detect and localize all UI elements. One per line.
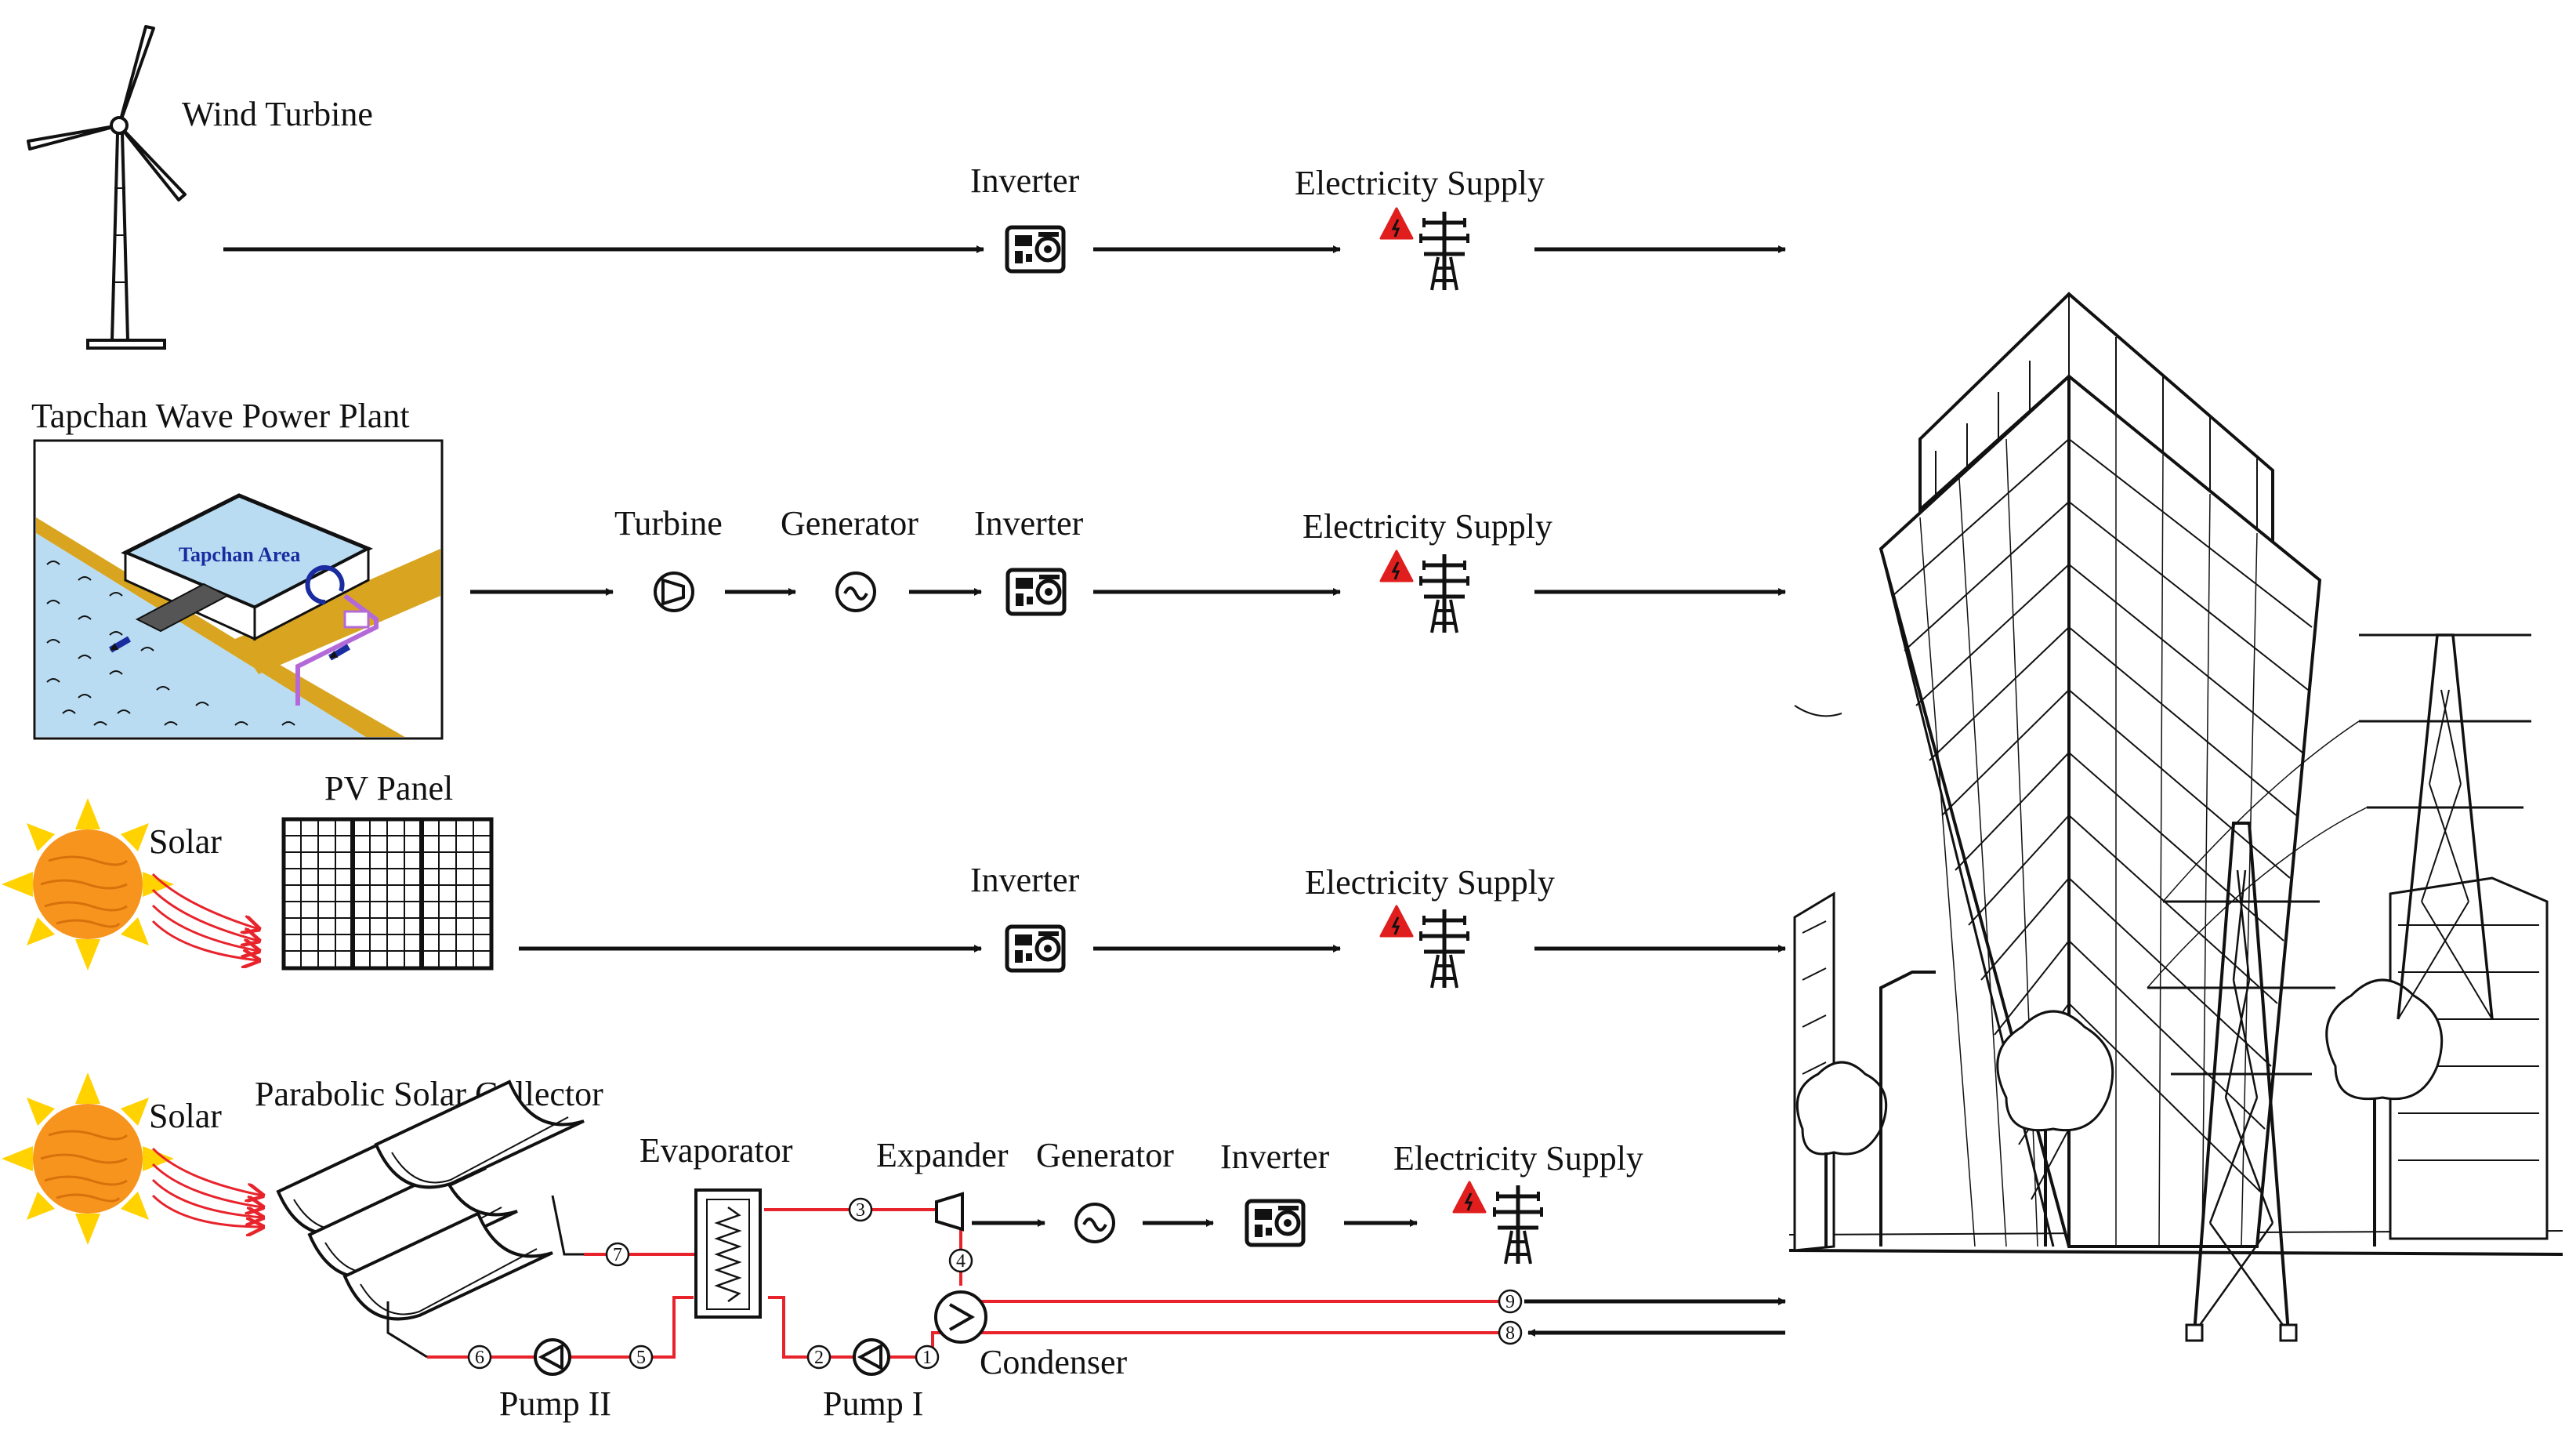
svg-text:4: 4: [956, 1251, 966, 1272]
orc-condenser-label: Condenser: [980, 1343, 1128, 1381]
evaporator-icon: [694, 1188, 762, 1319]
high-voltage-warning-icon: [1379, 905, 1414, 938]
tapchan-area-label: Tapchan Area: [179, 543, 300, 566]
state-point: 5: [629, 1344, 654, 1370]
high-voltage-warning-icon: [1379, 550, 1414, 582]
orc-pump2-label: Pump II: [499, 1384, 611, 1423]
pv-panel-label: PV Panel: [324, 769, 453, 807]
inverter-icon: [1008, 570, 1064, 614]
pv-panel-icon: [281, 817, 494, 971]
orc-solar-label: Solar: [149, 1097, 222, 1135]
orc-generator-label: Generator: [1036, 1136, 1174, 1174]
orc-collector-label: Parabolic Solar Collector: [255, 1075, 603, 1113]
transmission-tower-icon: [1421, 212, 1468, 290]
high-rise-building-icon: [1788, 292, 2563, 1342]
orc-evaporator-label: Evaporator: [639, 1131, 793, 1170]
collector-pipes: [386, 1195, 584, 1359]
working-fluid-lines: [427, 1208, 1509, 1359]
inverter-icon: [1007, 927, 1063, 971]
state-point: 9: [1498, 1289, 1523, 1314]
svg-text:1: 1: [922, 1348, 932, 1368]
sun-rays-arrows: [151, 873, 259, 960]
wind-turbine-icon: [27, 25, 187, 350]
state-point: 1: [915, 1344, 940, 1370]
state-point: 4: [948, 1248, 973, 1273]
sun-icon: [0, 797, 176, 972]
inverter-icon: [1247, 1201, 1303, 1245]
svg-text:3: 3: [856, 1200, 865, 1221]
state-point: 2: [806, 1344, 831, 1370]
state-point: 3: [848, 1197, 873, 1222]
svg-text:6: 6: [475, 1348, 484, 1368]
wave-plant-label: Tapchan Wave Power Plant: [31, 397, 410, 435]
parabolic-collector-icon: [277, 1080, 585, 1321]
expander-icon: [935, 1192, 964, 1232]
svg-text:5: 5: [636, 1348, 646, 1368]
wave-inverter-label: Inverter: [974, 504, 1084, 543]
wave-generator-label: Generator: [781, 504, 918, 543]
svg-text:7: 7: [613, 1245, 622, 1265]
state-point: 8: [1498, 1320, 1523, 1345]
generator-icon: [835, 572, 876, 612]
wave-turbine-label: Turbine: [614, 504, 723, 543]
wave-supply-label: Electricity Supply: [1302, 507, 1552, 546]
svg-text:8: 8: [1505, 1323, 1515, 1344]
pv-solar-label: Solar: [149, 822, 222, 861]
pump-ii-icon: [534, 1338, 571, 1376]
inverter-icon: [1007, 227, 1063, 271]
high-voltage-warning-icon: [1452, 1181, 1487, 1214]
orc-expander-label: Expander: [876, 1136, 1009, 1174]
wind-inverter-label: Inverter: [970, 161, 1080, 200]
generator-icon: [1074, 1203, 1115, 1243]
high-voltage-warning-icon: [1379, 207, 1414, 240]
turbine-icon: [654, 572, 694, 612]
wind-turbine-label: Wind Turbine: [182, 95, 373, 133]
tapchan-wave-plant-illustration: Tapchan Area: [33, 439, 444, 740]
orc-inverter-label: Inverter: [1220, 1138, 1330, 1176]
state-point: 6: [467, 1344, 492, 1370]
wind-supply-label: Electricity Supply: [1295, 164, 1545, 202]
pump-i-icon: [853, 1338, 890, 1376]
orc-pump1-label: Pump I: [823, 1384, 923, 1423]
condenser-icon: [934, 1290, 987, 1344]
transmission-tower-icon: [1495, 1185, 1542, 1264]
state-point: 7: [605, 1242, 630, 1267]
sun-rays-arrows: [151, 1147, 263, 1227]
orc-supply-label: Electricity Supply: [1393, 1139, 1643, 1178]
svg-text:2: 2: [814, 1348, 824, 1368]
svg-text:9: 9: [1505, 1292, 1515, 1312]
sun-icon: [0, 1071, 176, 1246]
transmission-tower-icon: [1421, 554, 1468, 633]
pv-inverter-label: Inverter: [970, 861, 1080, 899]
pv-supply-label: Electricity Supply: [1305, 863, 1555, 902]
transmission-tower-icon: [1421, 909, 1468, 988]
